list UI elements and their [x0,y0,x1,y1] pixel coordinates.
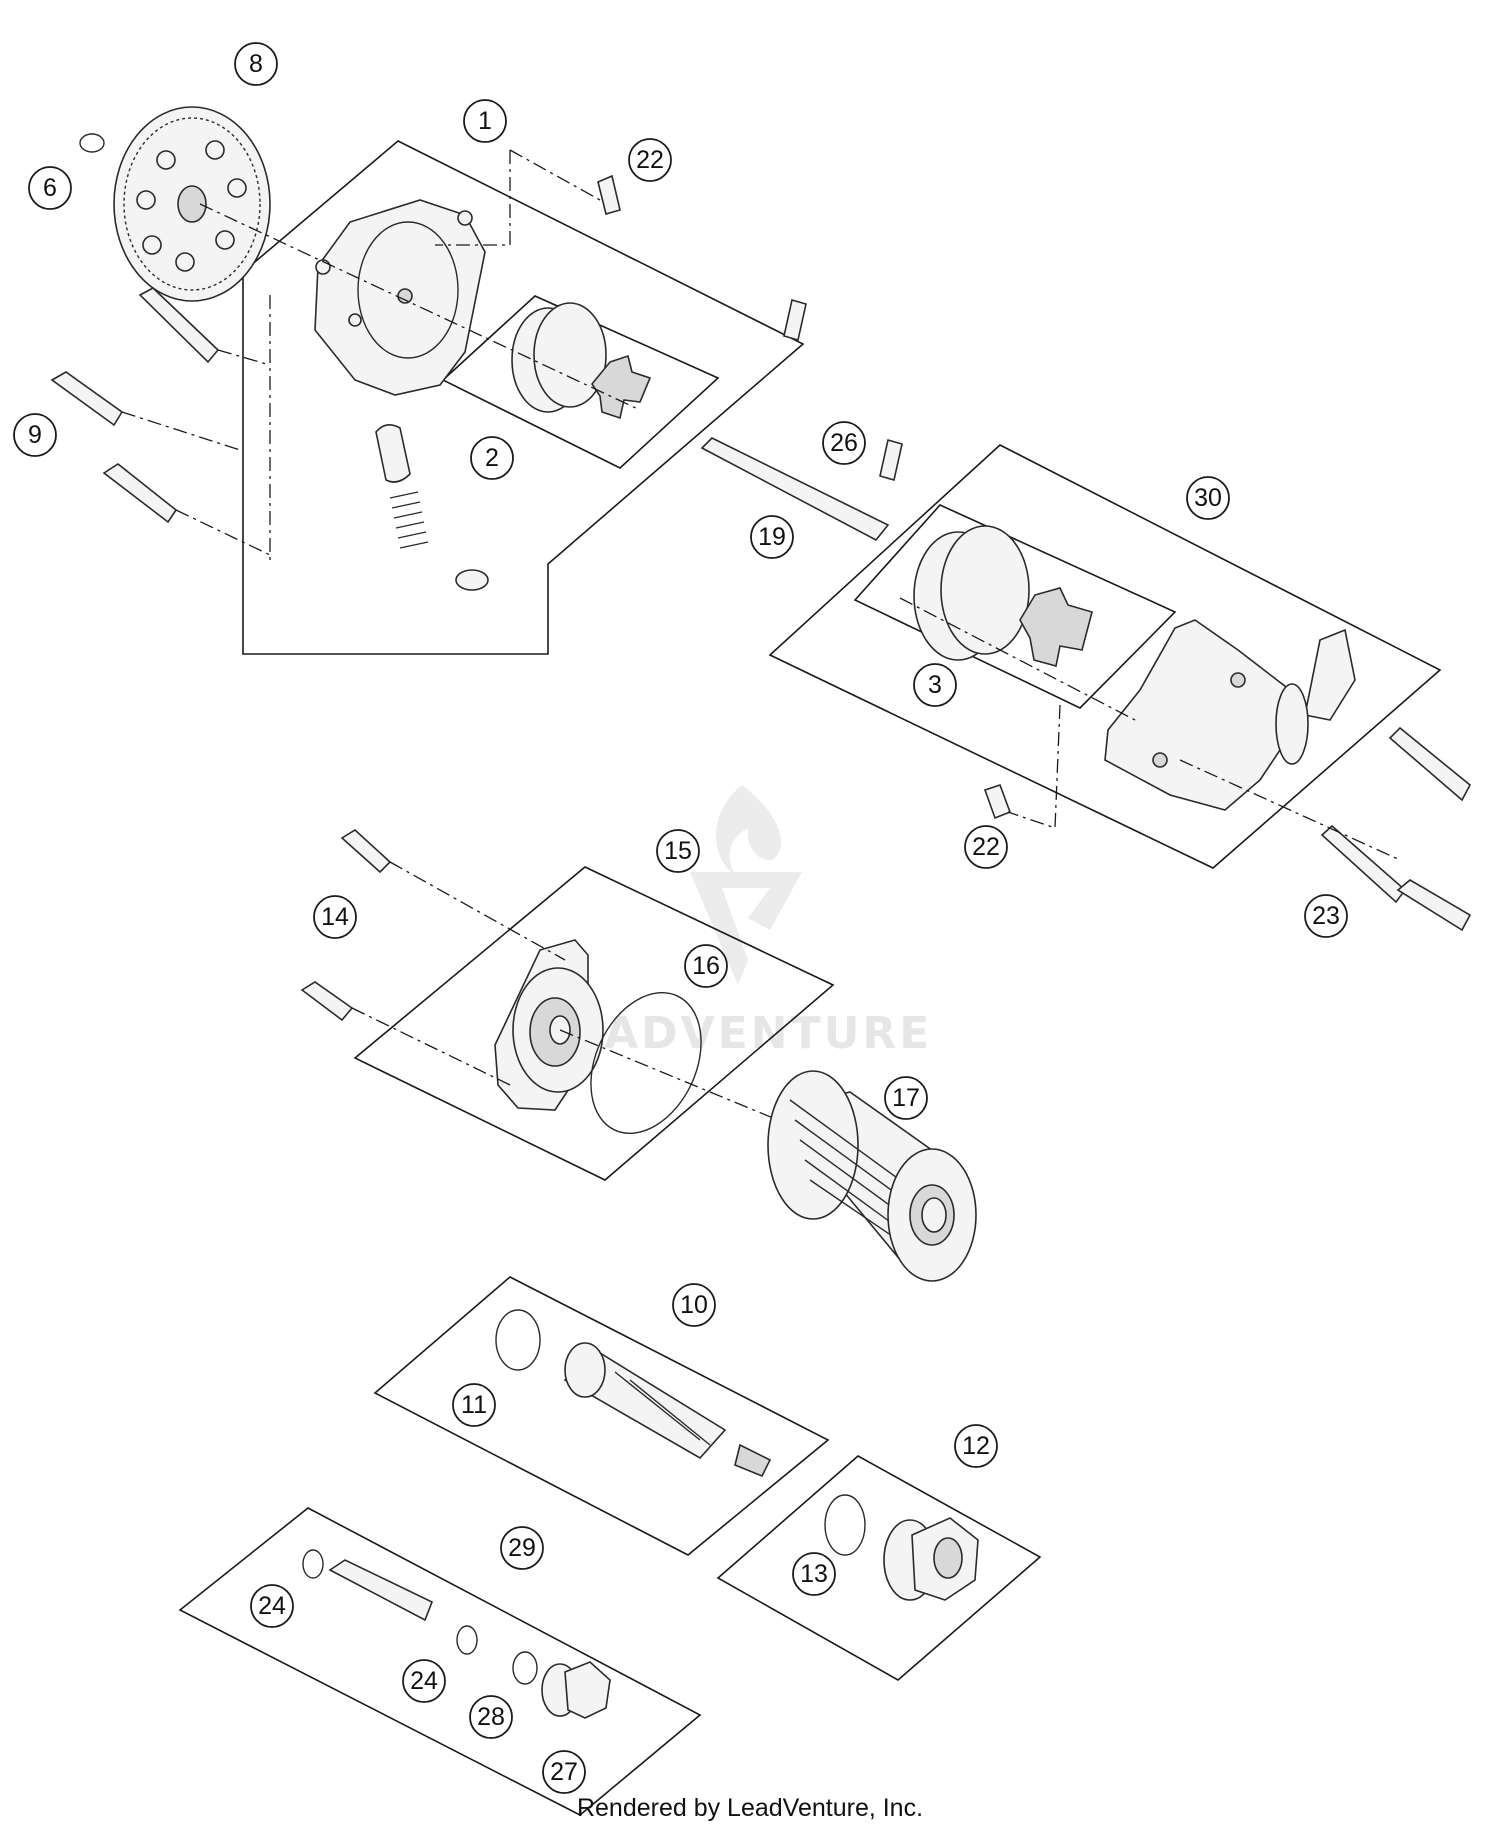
svg-text:8: 8 [249,50,263,78]
svg-text:26: 26 [830,429,858,457]
assembly-frame-12 [716,1455,1042,1681]
small-o-ring-2 [456,1625,478,1655]
svg-text:13: 13 [800,1560,828,1588]
callout-28: 28 [469,1695,513,1739]
plug-o-ring [824,1494,866,1556]
screw-3 [1396,879,1472,932]
cover-screw-2 [300,981,354,1022]
svg-text:24: 24 [258,1592,286,1620]
screw-2 [1320,824,1407,904]
oil-filter [767,1070,977,1282]
svg-text:29: 29 [508,1534,536,1562]
circlip [79,133,105,153]
callout-29: 29 [500,1526,544,1570]
group-screw-plug-12 [716,1455,1042,1681]
group-oil-screen-10 [373,1276,830,1556]
assembly-frame-3 [853,504,1177,709]
callout-3: 3 [913,663,957,707]
oil-screen [563,1342,772,1478]
callout-16: 16 [684,944,728,988]
svg-text:9: 9 [28,421,42,449]
relief-valve [375,424,489,591]
credit-text: Rendered by LeadVenture, Inc. [577,1794,923,1822]
small-screw-plug [541,1661,611,1719]
callout-23: 23 [1304,894,1348,938]
svg-text:10: 10 [680,1291,708,1319]
callout-8: 8 [234,42,278,86]
svg-text:19: 19 [758,523,786,551]
drive-gear [113,106,271,302]
filter-screen-small [328,1559,434,1622]
assembly-frame-10 [373,1276,830,1556]
screw-1 [1388,726,1472,802]
svg-text:22: 22 [972,833,1000,861]
svg-text:30: 30 [1194,484,1222,512]
group-oil-pump-30 [768,444,1472,932]
callout-1: 1 [463,99,507,143]
svg-text:15: 15 [664,837,692,865]
pump-rotor [511,302,652,420]
callout-30: 30 [1186,476,1230,520]
screw-plug [883,1517,979,1601]
svg-text:11: 11 [461,1391,487,1419]
callout-15: 15 [656,829,700,873]
svg-text:17: 17 [892,1084,920,1112]
callout-26: 26 [822,421,866,465]
screws [50,287,220,524]
cover-screw-1 [340,829,392,874]
pump-rotor-2 [913,525,1093,667]
screen-o-ring [495,1309,541,1371]
svg-text:27: 27 [550,1758,578,1786]
callout-2: 2 [470,436,514,480]
callout-13: 13 [792,1552,836,1596]
group-filter-cover-15 [300,829,835,1181]
svg-text:22: 22 [636,146,664,174]
dowel-bottom [983,783,1012,820]
small-o-ring-1 [302,1549,324,1579]
pin-1 [783,298,807,342]
callout-12: 12 [954,1424,998,1468]
assembly-frame-30 [768,444,1442,869]
callout-17: 17 [884,1076,928,1120]
svg-text:2: 2 [485,444,499,472]
svg-text:16: 16 [692,952,720,980]
filter-cover [494,939,604,1111]
callout-22-top: 22 [628,138,672,182]
callout-27: 27 [542,1750,586,1794]
assembly-frame-15 [353,866,835,1181]
pump-housing-2 [1104,619,1356,811]
watermark-flame-icon [716,785,782,875]
svg-text:28: 28 [477,1703,505,1731]
group-oil-pump-1 [50,106,903,655]
svg-text:12: 12 [962,1432,990,1460]
assembly-frame-29 [178,1507,702,1816]
svg-text:1: 1 [478,107,492,135]
svg-text:3: 3 [928,671,942,699]
watermark-v-icon [690,872,802,985]
group-filter-screen-29 [178,1507,702,1816]
svg-text:14: 14 [321,903,349,931]
callout-6: 6 [28,166,72,210]
small-o-ring-3 [512,1651,538,1685]
svg-text:23: 23 [1312,902,1340,930]
callout-9: 9 [13,413,57,457]
callout-24-left: 24 [250,1584,294,1628]
callout-24-right: 24 [402,1659,446,1703]
callout-19: 19 [750,515,794,559]
pump-shaft [700,437,890,542]
pin-2 [879,438,903,482]
callout-14: 14 [313,895,357,939]
svg-text:6: 6 [43,174,57,202]
callout-10: 10 [672,1283,716,1327]
assembly-frame-2 [441,295,720,469]
callout-22-bottom: 22 [964,825,1008,869]
dowel-top [597,174,621,215]
assembly-frame-1 [242,140,805,655]
callout-11: 11 [452,1383,496,1427]
svg-text:24: 24 [410,1667,438,1695]
